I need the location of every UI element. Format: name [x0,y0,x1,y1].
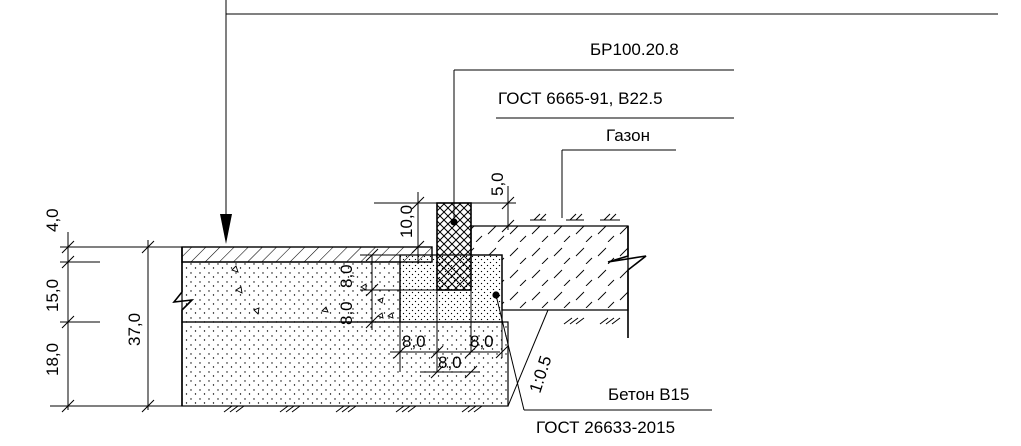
dim-base-width-bottom: 8,0 [438,353,462,372]
dim-base-depth-b: 8,0 [337,301,356,325]
curb-callout [450,69,734,226]
left-break-line [172,247,195,406]
curb-name-label: БР100.20.8 [590,40,679,59]
right-break-line [607,226,647,338]
lawn-label: Газон [606,126,650,145]
concrete-standard-label: ГОСТ 26633-2015 [536,418,675,437]
dim-curb-reveal: 5,0 [488,172,507,196]
left-dimensions [50,232,182,413]
pavement-layers [181,202,629,407]
aggregate-marks [231,265,394,319]
dim-base-width-right: 8,0 [470,332,494,351]
dim-layer-top: 4,0 [43,208,62,232]
sand-subbase [181,321,509,407]
dim-layer-middle: 15,0 [43,279,62,312]
ground-hatch-marks [223,213,621,413]
concrete-callout [492,291,712,411]
dim-curb-above: 10,0 [397,205,416,238]
curb-standard-label: ГОСТ 6665-91, В22.5 [498,89,663,108]
slope-line [507,309,549,407]
concrete-grade-label: Бетон В15 [608,385,689,404]
curb-dimensions [352,186,516,379]
pointer-arrow-icon [220,214,232,244]
concrete-layer [181,261,401,323]
dim-total: 37,0 [125,313,144,346]
dim-slope: 1:0.5 [526,353,556,395]
dim-base-width-left: 8,0 [402,332,426,351]
lawn-callout [561,149,676,218]
dim-base-depth-a: 8,0 [337,264,356,288]
dim-layer-bottom: 18,0 [43,343,62,376]
